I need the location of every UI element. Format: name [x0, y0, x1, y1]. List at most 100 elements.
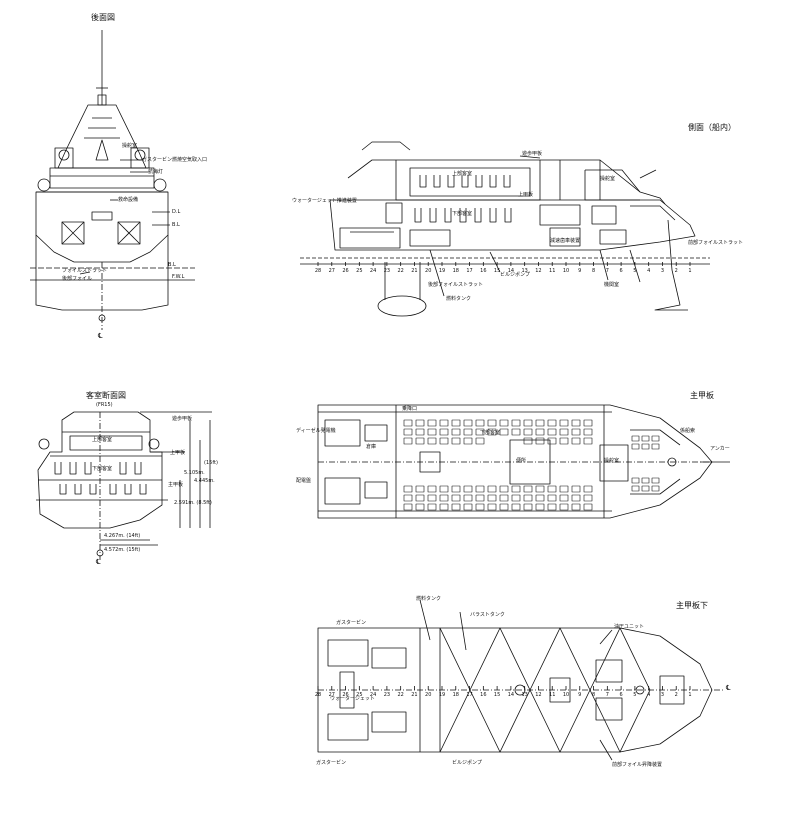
seat [535, 437, 545, 445]
main-deck-mooring-rope-label: 係船索 [680, 428, 696, 434]
seat [475, 437, 485, 445]
side-frame-number: 28 [315, 268, 321, 274]
seat [475, 485, 485, 493]
below-centerline-symbol: ℄ [726, 684, 731, 692]
seat [439, 428, 449, 436]
below-gas-turbine-label: ガスタービン [336, 620, 367, 626]
section-dimension-height-1: 2.591m. (8.5ft) [174, 500, 212, 506]
below-frame-number: 20 [425, 692, 431, 698]
side-frame-number: 18 [453, 268, 459, 274]
section-upper-cabin-label: 上部客室 [92, 437, 113, 443]
seat [451, 419, 461, 427]
side-frame-number: 8 [592, 268, 595, 274]
section-dimension-width-1: 4.267m. (14ft) [104, 533, 141, 539]
section-lower-cabin-label: 下部客室 [92, 466, 113, 472]
side-upper-cabin-label: 上部客室 [452, 171, 473, 177]
seat [511, 428, 521, 436]
seat [651, 435, 660, 442]
below-ballast-tank-label: バラストタンク [470, 612, 505, 618]
main-deck-entrance-label: 乗降口 [402, 406, 418, 412]
side-upper-deck-label: 上甲板 [518, 192, 534, 198]
below-frame-number: 15 [494, 692, 500, 698]
side-frame-number: 19 [439, 268, 445, 274]
seat [547, 494, 557, 502]
seat [559, 437, 569, 445]
side-view-drawing [300, 141, 710, 317]
side-frame-number: 11 [549, 268, 555, 274]
seat [499, 494, 509, 502]
seat [487, 503, 497, 511]
seat [499, 419, 509, 427]
seat [451, 428, 461, 436]
side-frame-number: 3 [661, 268, 664, 274]
section-view-subtitle: (FR15) [96, 402, 113, 408]
side-frame-number: 20 [425, 268, 431, 274]
seat [571, 419, 581, 427]
side-frame-number: 9 [578, 268, 581, 274]
seat [463, 428, 473, 436]
seat [511, 503, 521, 511]
seat [403, 428, 413, 436]
seat [547, 437, 557, 445]
seat [439, 485, 449, 493]
seat [559, 494, 569, 502]
section-view-drawing [36, 411, 212, 560]
side-engine-room-label: 機関室 [604, 282, 620, 288]
section-main-deck-label: 主甲板 [168, 482, 184, 488]
seat [403, 503, 413, 511]
side-bridge-deck-label: 遊歩甲板 [522, 151, 543, 157]
main-deck-lower-cabin-label: 下部客室 [480, 430, 501, 436]
side-frame-number: 27 [329, 268, 335, 274]
side-reduction-gear-label: 減速歯車装置 [550, 238, 581, 244]
side-bilge-pump-label: ビルジポンプ [500, 272, 530, 278]
below-frame-number: 2 [675, 692, 678, 698]
seat [427, 437, 437, 445]
side-lower-cabin-label: 下部客室 [452, 211, 473, 217]
seat [427, 485, 437, 493]
below-frame-number: 18 [453, 692, 459, 698]
below-frame-number: 8 [592, 692, 595, 698]
stern-view-drawing [30, 30, 195, 330]
below-frame-number: 24 [370, 692, 376, 698]
seat [535, 503, 545, 511]
seat [559, 428, 569, 436]
below-frame-number: 22 [397, 692, 403, 698]
seat [415, 494, 425, 502]
seat [523, 419, 533, 427]
below-frame-number: 4 [647, 692, 650, 698]
seat [415, 428, 425, 436]
side-frame-number: 15 [494, 268, 500, 274]
seat [523, 503, 533, 511]
stern-gas-turbine-intake-label: ガスタービン燃焼空気取入口 [142, 157, 208, 163]
seat [547, 503, 557, 511]
side-rear-strut-label: 後部フォイルストラット [428, 282, 484, 288]
below-frame-number: 28 [315, 692, 321, 698]
seat [523, 428, 533, 436]
below-frame-number: 10 [563, 692, 569, 698]
seat [403, 485, 413, 493]
below-frame-number: 21 [411, 692, 417, 698]
section-bridge-deck-label: 遊歩甲板 [172, 416, 193, 422]
seat [583, 419, 593, 427]
stern-view-title: 後面図 [91, 13, 115, 22]
seat [475, 419, 485, 427]
seat [583, 485, 593, 493]
side-frame-number: 23 [384, 268, 390, 274]
seat [571, 494, 581, 502]
seat [487, 485, 497, 493]
seat [403, 437, 413, 445]
side-frame-number: 7 [606, 268, 609, 274]
seat [583, 428, 593, 436]
seat [487, 419, 497, 427]
side-frame-number: 21 [411, 268, 417, 274]
below-frame-number: 17 [466, 692, 472, 698]
seat [427, 494, 437, 502]
seat [559, 485, 569, 493]
stern-rear-foil-label: 後部フォイル [62, 276, 93, 282]
main-deck-switchboard-label: 配電盤 [296, 478, 312, 484]
below-frame-number: 19 [439, 692, 445, 698]
below-frame-number: 14 [508, 692, 514, 698]
seat [583, 494, 593, 502]
below-frame-number: 23 [384, 692, 390, 698]
seat [487, 494, 497, 502]
